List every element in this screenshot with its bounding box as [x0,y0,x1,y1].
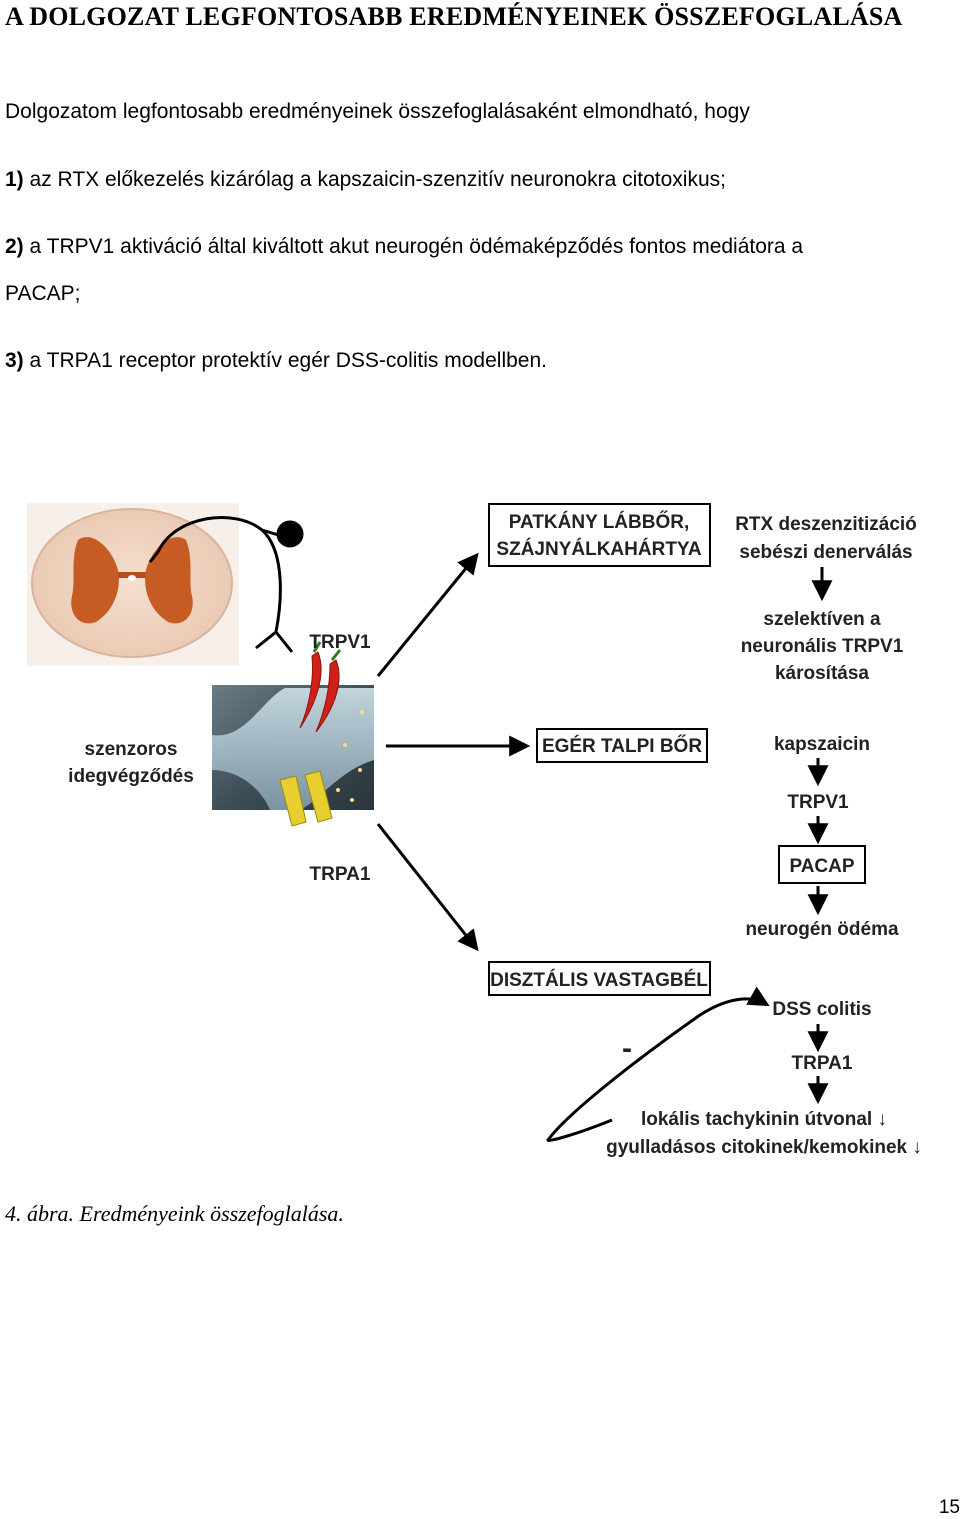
rat-box-line2: SZÁJNYÁLKAHÁRTYA [496,538,701,560]
dss-colitis-label: DSS colitis [772,999,871,1020]
nerve-ending-image [212,641,374,827]
result-item-2: 2) a TRPV1 aktiváció által kiváltott aku… [5,223,803,270]
item-number: 1) [5,168,24,191]
mouse-box-label: EGÉR TALPI BŐR [542,735,702,757]
selective-label-line1: szelektíven a [763,609,881,630]
figure-caption: 4. ábra. Eredményeink összefoglalása. [5,1201,344,1226]
sensory-neuron-drawing [148,516,304,653]
trpa1-chain-label: TRPA1 [792,1053,853,1074]
mouse-skin-box [536,728,708,763]
neurogenic-edema-label: neurogén ödéma [745,919,899,940]
colon-box-label: DISZTÁLIS VASTAGBÉL [490,969,708,991]
result-item-1: 1) az RTX előkezelés kizárólag a kapszai… [5,156,726,203]
item-number: 3) [5,349,24,372]
item-number: 2) [5,235,24,258]
trpv1-chain-label: TRPV1 [787,792,849,813]
inhibition-minus-sign: - [622,1032,632,1065]
sensory-ending-label-line2: idegvégződés [68,766,194,787]
result-item-3: 3) a TRPA1 receptor protektív egér DSS-c… [5,337,547,384]
rat-box-line1: PATKÁNY LÁBBŐR, [509,511,690,533]
trpa1-label: TRPA1 [310,864,371,885]
tachykinin-label: lokális tachykinin útvonal ↓ [641,1109,887,1130]
intro-paragraph: Dolgozatom legfontosabb eredményeinek ös… [5,100,750,123]
item-text: a TRPV1 aktiváció által kiváltott akut n… [29,235,804,258]
page-number: 15 [938,1497,960,1518]
pacap-box [778,845,866,884]
rat-tissue-box [488,503,711,567]
pacap-label: PACAP [789,856,854,877]
inhibition-feedback-arrow [546,986,770,1142]
cytokine-label: gyulladásos citokinek/kemokinek ↓ [606,1137,922,1158]
rtx-label-line1: RTX deszenzitizáció [735,514,917,535]
item-text: a TRPA1 receptor protektív egér DSS-coli… [29,349,547,372]
spinal-cord-section-image [27,503,239,666]
arrow-to-colon [376,823,479,952]
selective-label-line2: neuronális TRPV1 [741,636,904,657]
page-heading: A DOLGOZAT LEGFONTOSABB EREDMÉNYEINEK ÖS… [5,2,903,31]
rtx-label-line2: sebészi denerválás [739,542,912,563]
result-item-2-continuation: PACAP; [5,282,81,305]
capsaicin-label: kapszaicin [774,734,870,755]
sensory-ending-label-line1: szenzoros [85,739,178,760]
arrow-to-rat [376,552,479,677]
colon-box [488,961,711,996]
selective-label-line3: károsítása [775,663,869,684]
item-text: az RTX előkezelés kizárólag a kapszaicin… [29,168,726,191]
trpv1-label: TRPV1 [309,632,371,653]
